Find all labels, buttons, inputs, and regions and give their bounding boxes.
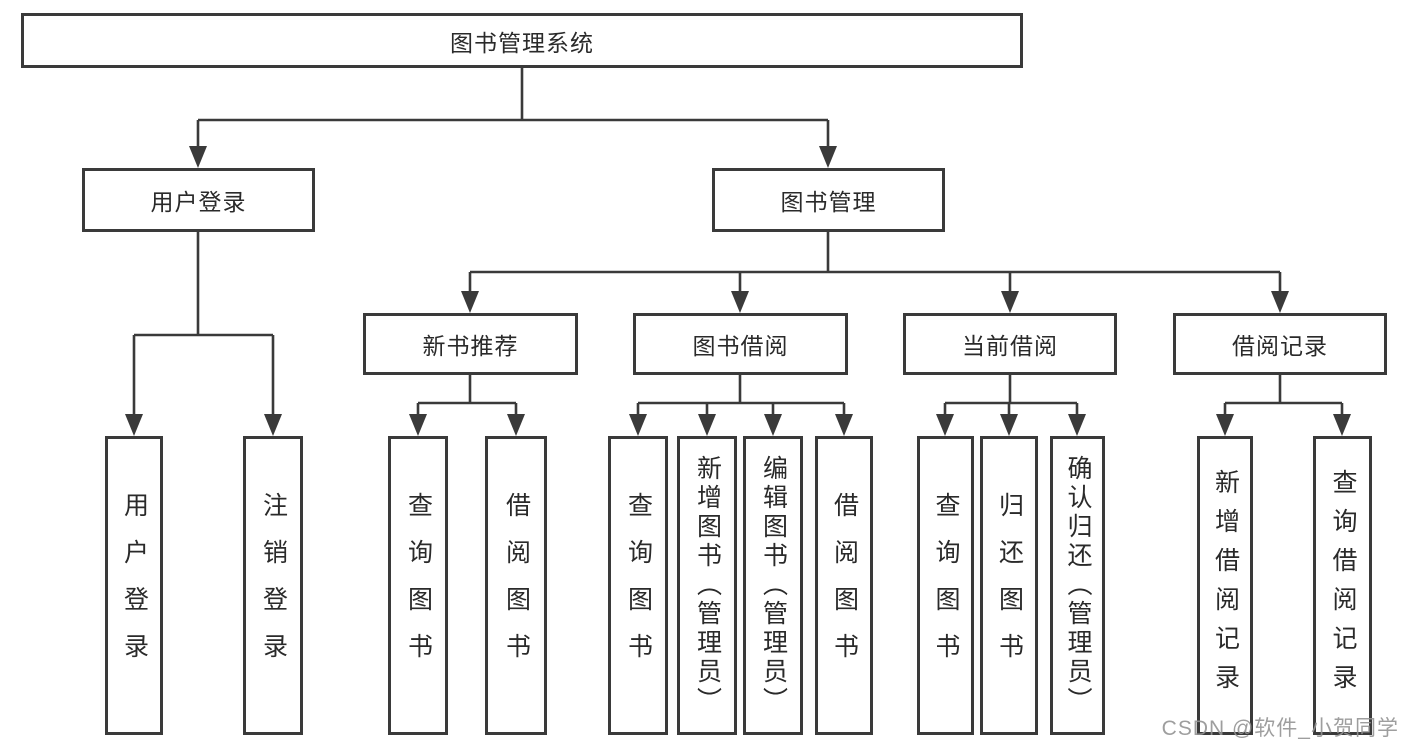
leaf-add-borrow-record: 新增借阅记录 bbox=[1197, 436, 1253, 735]
leaf-confirm-return-admin: 确认归还（管理员） bbox=[1050, 436, 1105, 735]
leaf-logout: 注销登录 bbox=[243, 436, 303, 735]
node-root: 图书管理系统 bbox=[21, 13, 1023, 68]
leaf-borrow-books-recommend: 借阅图书 bbox=[485, 436, 547, 735]
leaf-borrow-books-borrowing: 借阅图书 bbox=[815, 436, 873, 735]
node-current-borrowing: 当前借阅 bbox=[903, 313, 1117, 375]
node-borrowing-records: 借阅记录 bbox=[1173, 313, 1387, 375]
leaf-query-books-recommend: 查询图书 bbox=[388, 436, 448, 735]
leaf-query-borrow-record: 查询借阅记录 bbox=[1313, 436, 1372, 735]
leaf-query-books-borrowing: 查询图书 bbox=[608, 436, 668, 735]
leaf-add-books-admin: 新增图书（管理员） bbox=[677, 436, 737, 735]
node-new-book-recommendation: 新书推荐 bbox=[363, 313, 578, 375]
leaf-query-books-current: 查询图书 bbox=[917, 436, 974, 735]
watermark-text: CSDN @软件_小贺同学 bbox=[1161, 717, 1399, 740]
node-book-borrowing: 图书借阅 bbox=[633, 313, 848, 375]
node-book-management: 图书管理 bbox=[712, 168, 945, 232]
leaf-return-books: 归还图书 bbox=[980, 436, 1038, 735]
leaf-user-login: 用户登录 bbox=[105, 436, 163, 735]
node-user-login: 用户登录 bbox=[82, 168, 315, 232]
leaf-edit-books-admin: 编辑图书（管理员） bbox=[743, 436, 803, 735]
